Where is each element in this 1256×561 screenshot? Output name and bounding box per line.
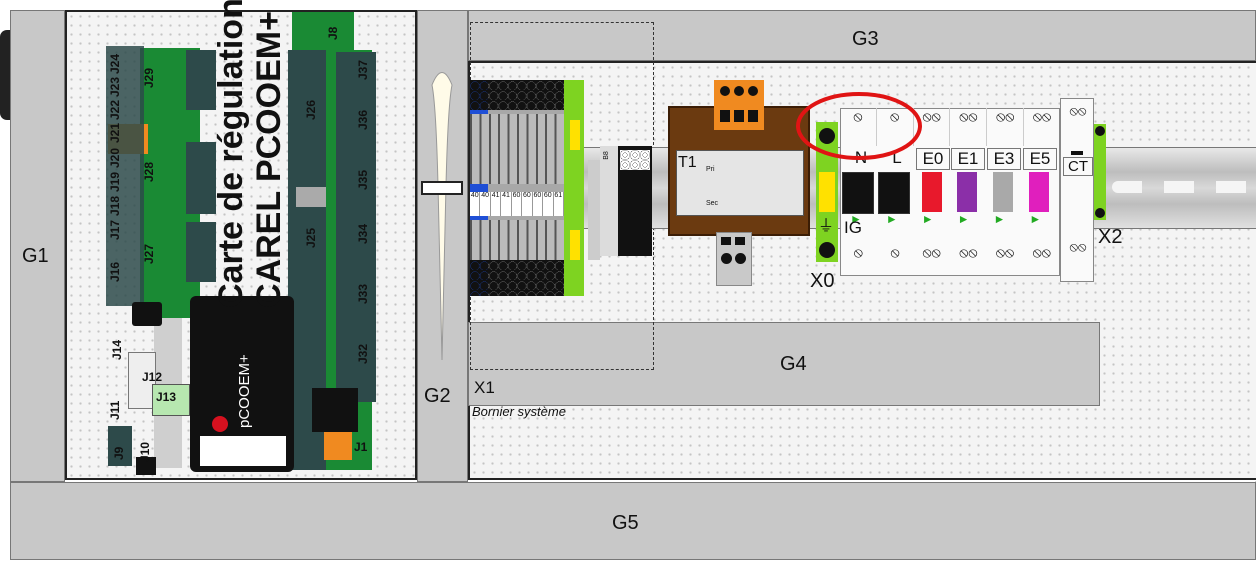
connector-j36: J36 — [356, 109, 370, 130]
connector-j33: J33 — [356, 283, 370, 304]
connector-j13: J13 — [156, 390, 177, 404]
connector-j20: J20 — [108, 147, 122, 168]
connector-j10: J10 — [138, 441, 152, 462]
connector-j8: J8 — [326, 26, 340, 40]
connector-j14: J14 — [110, 339, 124, 360]
duct-g1 — [10, 10, 65, 482]
breaker-e3-label: E3 — [987, 148, 1021, 170]
connector-j19: J19 — [108, 171, 122, 192]
connector-j1: J1 — [354, 440, 368, 454]
din-rail-slot — [1112, 181, 1256, 193]
earth-terminal-x2 — [1094, 124, 1106, 220]
board-display: pCOOEM+ — [190, 296, 294, 472]
earth-terminal-x0: ⏚ — [816, 122, 838, 262]
duct-g1-label: G1 — [22, 245, 49, 267]
transformer-id: T1 — [678, 154, 697, 171]
breaker-n-handle[interactable] — [842, 172, 874, 214]
ig-label: IG — [844, 218, 862, 237]
breaker-e5-label: E5 — [1023, 148, 1057, 170]
connector-j27: J27 — [142, 243, 156, 264]
connector-j37: J37 — [356, 59, 370, 80]
connector-j34: J34 — [356, 223, 370, 244]
connector-j18: J18 — [108, 195, 122, 216]
connector-j21: J21 — [108, 122, 122, 143]
terminal-number: 60 — [522, 192, 533, 216]
board-model: CAREL PCOOEM+ — [250, 11, 288, 308]
connector-j11: J11 — [108, 400, 122, 420]
connector-j24: J24 — [108, 53, 122, 74]
connector-j26: J26 — [304, 99, 318, 120]
duct-g4-label: G4 — [780, 353, 807, 375]
terminal-number: 61 — [554, 192, 564, 216]
duct-g2-label: G2 — [424, 385, 451, 407]
contactor-ct: ⦸⦸ CT ⦸⦸ — [1060, 98, 1094, 282]
breaker-e1-label: E1 — [951, 148, 985, 170]
connector-j17: J17 — [108, 219, 122, 240]
terminal-number: 41 — [501, 192, 512, 216]
terminal-number: 40 — [480, 192, 491, 216]
terminal-b8: B8 — [602, 151, 610, 160]
connector-j23: J23 — [108, 76, 122, 97]
cable-tie-icon — [421, 72, 463, 361]
breaker-e3-handle[interactable] — [993, 172, 1013, 212]
terminal-number: 40 — [470, 192, 481, 216]
transformer-secondary-terminal — [716, 232, 752, 286]
terminal-x1-caption: Bornier système — [472, 404, 566, 419]
breaker-l-label: L — [892, 148, 902, 167]
terminal-number: 60 — [533, 192, 544, 216]
connector-j25: J25 — [304, 227, 318, 248]
connector-j16: J16 — [108, 261, 122, 282]
breaker-e0-label: E0 — [916, 148, 950, 170]
connector-j22: J22 — [108, 99, 122, 120]
connector-j32: J32 — [356, 343, 370, 364]
duct-g5 — [10, 482, 1256, 560]
duct-g3 — [468, 10, 1256, 61]
x0-label: X0 — [810, 270, 835, 292]
carel-logo — [212, 416, 228, 432]
duct-g4 — [468, 322, 1100, 406]
transformer-primary-terminal — [714, 80, 764, 130]
terminal-x1-id: X1 — [474, 378, 495, 397]
breakers: ⦸ ⦸ ⦸⦸ ⦸⦸ ⦸⦸ ⦸⦸ N L E0 E1 E3 E5 ►►►►►► I… — [840, 108, 1060, 276]
x2-label: X2 — [1098, 226, 1123, 248]
terminal-number: 60 — [512, 192, 523, 216]
transformer-sec: Sec — [706, 200, 719, 207]
duct-g5-label: G5 — [612, 512, 639, 534]
connector-j29: J29 — [142, 67, 156, 88]
transformer-pri: Pri — [706, 166, 715, 173]
breaker-e1-handle[interactable] — [957, 172, 977, 212]
connector-j35: J35 — [356, 169, 370, 190]
control-board: pCOOEM+ J1 Carte de régulation CAREL PCO… — [80, 0, 410, 480]
ct-label: CT — [1063, 157, 1093, 176]
connector-j9: J9 — [112, 446, 126, 460]
board-chip-label: pCOOEM+ — [236, 354, 253, 428]
connector-j28: J28 — [142, 161, 156, 182]
terminal-number: 60 — [543, 192, 554, 216]
earth-icon: ⏚ — [818, 218, 835, 235]
duct-g3-label: G3 — [852, 28, 879, 50]
breaker-e5-handle[interactable] — [1029, 172, 1049, 212]
breaker-e0-handle[interactable] — [922, 172, 942, 212]
breaker-l-handle[interactable] — [878, 172, 910, 214]
terminal-number: 41 — [491, 192, 502, 216]
highlight-ellipse — [796, 92, 922, 160]
board-title: Carte de régulation — [212, 0, 250, 308]
connector-j12: J12 — [142, 370, 163, 384]
